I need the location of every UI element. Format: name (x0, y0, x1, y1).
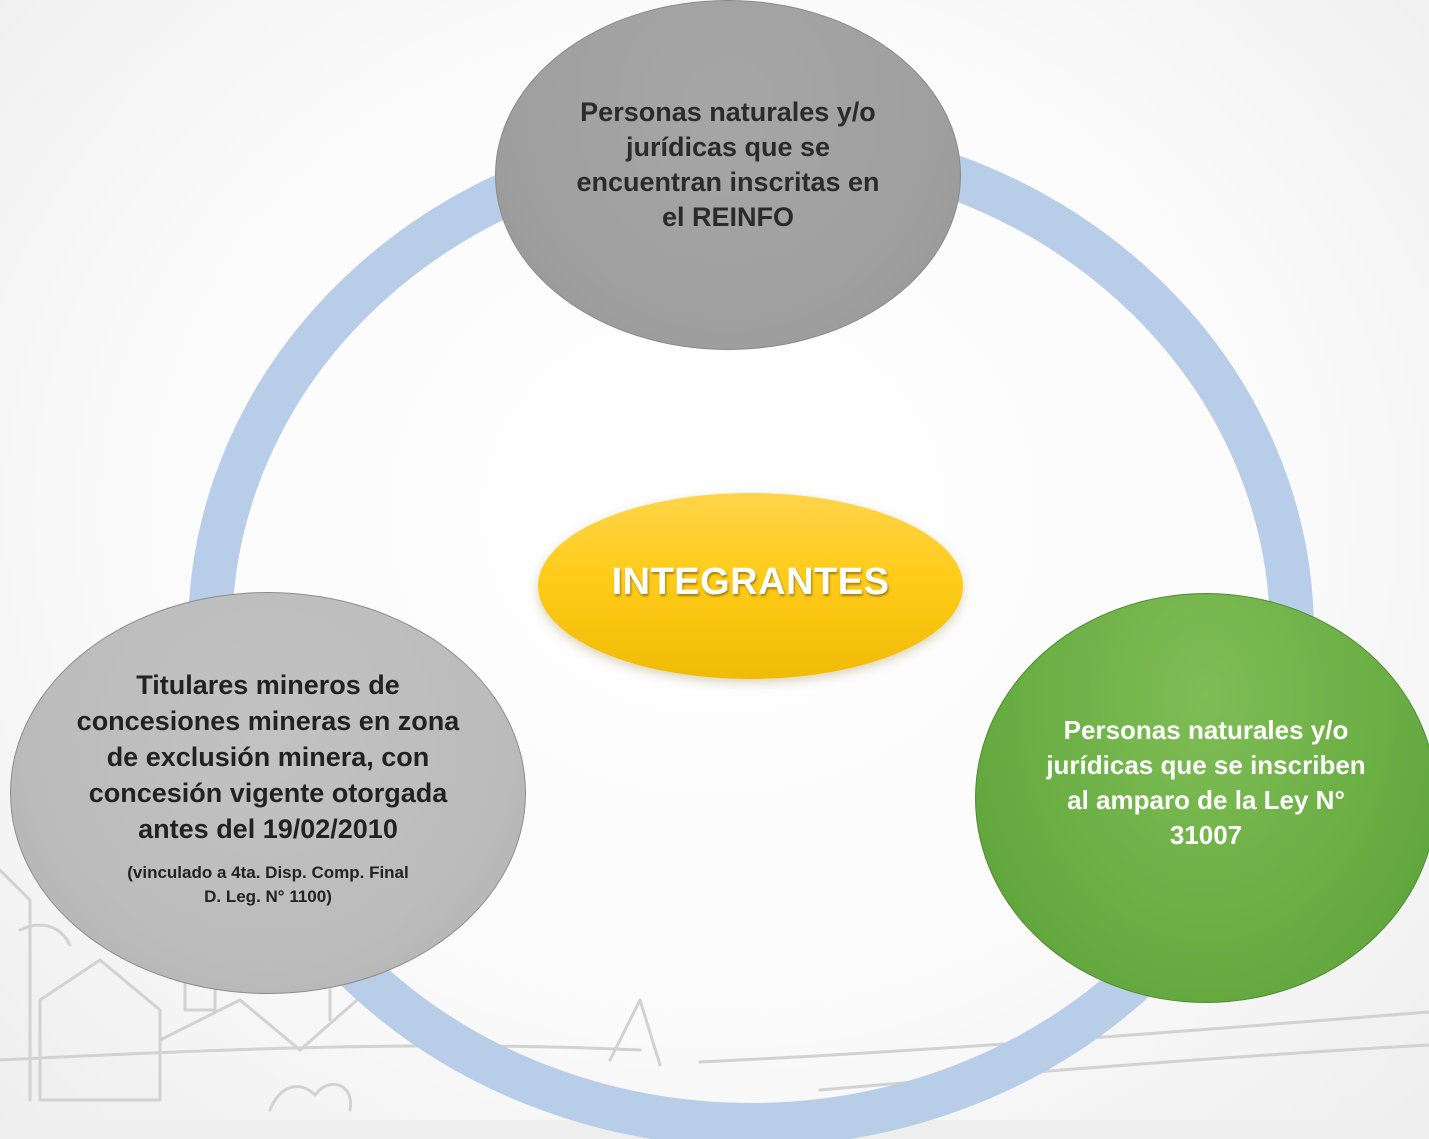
right-member-text: Personas naturales y/o jurídicas que se … (1046, 715, 1366, 850)
left-member-note: (vinculado a 4ta. Disp. Comp. Final D. L… (127, 863, 409, 906)
right-member-node: Personas naturales y/o jurídicas que se … (975, 593, 1429, 1003)
top-member-text: Personas naturales y/o jurídicas que se … (576, 97, 880, 232)
left-member-node: Titulares mineros de concesiones mineras… (10, 592, 526, 994)
center-label: INTEGRANTES (611, 560, 890, 603)
left-member-text: Titulares mineros de concesiones mineras… (76, 670, 460, 844)
center-integrantes-node: INTEGRANTES (538, 493, 963, 679)
top-member-node: Personas naturales y/o jurídicas que se … (495, 0, 961, 350)
